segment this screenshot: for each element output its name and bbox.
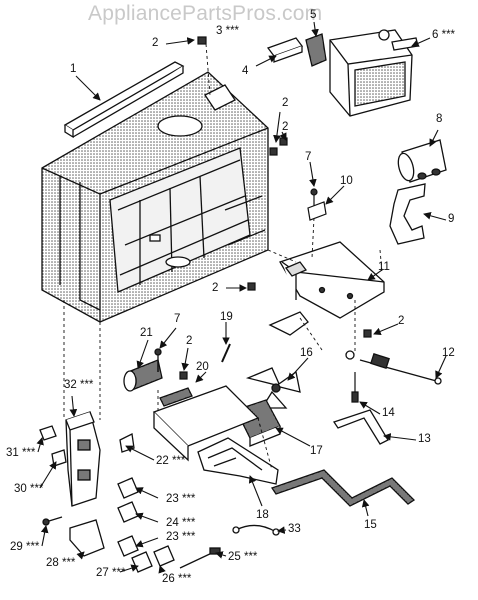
callout-2-mid-b: 2 <box>282 121 289 133</box>
callout-22: 22 *** <box>156 455 186 467</box>
part-14-screw <box>351 372 359 403</box>
callout-16: 16 <box>300 347 313 359</box>
callout-31: 31 *** <box>6 447 36 459</box>
part-9-bracket <box>389 183 426 245</box>
callout-9: 9 <box>448 213 455 225</box>
callout-24: 24 *** <box>166 517 196 529</box>
leads <box>179 524 280 569</box>
callout-32: 32 *** <box>64 379 94 391</box>
callout-3: 3 *** <box>216 25 240 37</box>
callout-2-left: 2 <box>212 282 219 294</box>
callout-25: 25 *** <box>228 551 258 563</box>
callout-10: 10 <box>340 175 353 187</box>
callout-30: 30 *** <box>14 483 44 495</box>
callout-29: 29 *** <box>10 541 40 553</box>
part-12-diode <box>345 350 442 385</box>
callout-4: 4 <box>242 65 249 77</box>
callout-33: 33 <box>288 523 301 535</box>
callout-2-lower: 2 <box>186 335 193 347</box>
part-10-switch <box>307 188 327 221</box>
oven-cavity <box>41 71 269 323</box>
callout-21: 21 <box>140 327 153 339</box>
callout-28: 28 *** <box>46 557 76 569</box>
screws <box>179 36 372 380</box>
callout-23-lower: 23 *** <box>166 531 196 543</box>
part-28-bracket <box>69 519 105 557</box>
callout-7-left: 7 <box>174 313 181 325</box>
callout-19: 19 <box>220 311 233 323</box>
callout-5: 5 <box>310 9 317 21</box>
part-18-duct <box>197 437 279 485</box>
callout-6: 6 *** <box>432 29 456 41</box>
callout-7-right: 7 <box>305 151 312 163</box>
callout-23-upper: 23 *** <box>166 493 196 505</box>
part-16-fan <box>245 367 301 409</box>
part-15-strip <box>270 469 416 507</box>
leader-lines <box>36 21 447 574</box>
callout-17: 17 <box>310 445 323 457</box>
part-1-rail <box>63 61 185 139</box>
callout-2-right: 2 <box>398 315 405 327</box>
watermark: AppliancePartsPros.com <box>88 2 323 25</box>
micro-switches <box>42 477 175 573</box>
part-20-bracket <box>152 385 260 462</box>
part-6-magnetron <box>329 29 419 117</box>
part-11-plate <box>268 241 385 336</box>
callout-27: 27 *** <box>96 567 126 579</box>
part-8-capacitor <box>397 139 447 183</box>
callout-2-mid-a: 2 <box>282 97 289 109</box>
callout-8: 8 <box>436 113 443 125</box>
callout-14: 14 <box>382 407 395 419</box>
callout-20: 20 <box>196 361 209 373</box>
callout-2-top: 2 <box>152 37 159 49</box>
callout-13: 13 <box>418 433 431 445</box>
callout-11: 11 <box>378 261 390 273</box>
guide-lines <box>63 43 383 471</box>
callout-18: 18 <box>256 509 269 521</box>
part-13-strip <box>332 409 389 445</box>
callout-26: 26 *** <box>162 573 192 585</box>
part-21-fuse <box>123 348 163 392</box>
callout-1: 1 <box>70 63 77 75</box>
part-5-4-waveguide <box>266 33 327 67</box>
callout-12: 12 <box>442 347 455 359</box>
part-32-switch-assembly <box>39 411 135 507</box>
callout-15: 15 <box>364 519 377 531</box>
